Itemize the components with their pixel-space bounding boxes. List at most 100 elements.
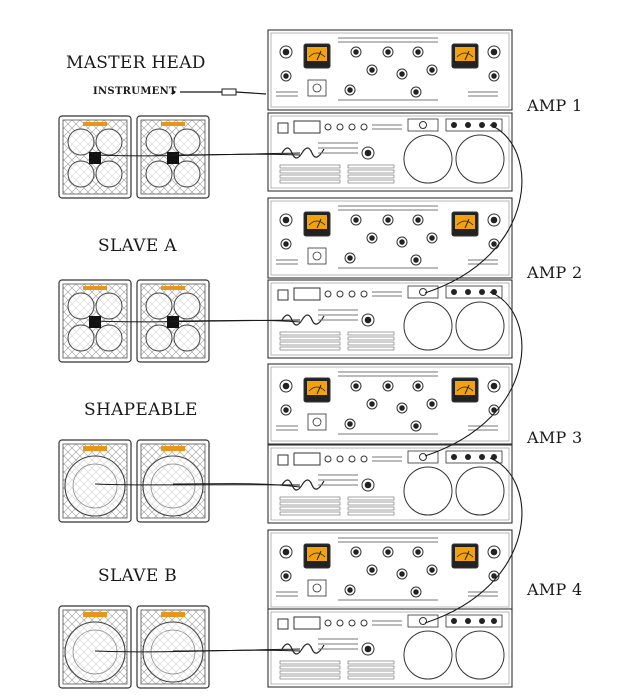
speaker-cone xyxy=(173,160,201,188)
slave-jack xyxy=(419,288,427,296)
vu-needle xyxy=(464,50,470,61)
preamp-panel xyxy=(267,29,513,111)
cooling-fan xyxy=(403,466,453,516)
logo-badge xyxy=(307,579,327,597)
slave-a-label: SLAVE A xyxy=(98,236,177,256)
jack xyxy=(324,290,332,298)
vu-needle xyxy=(316,384,322,395)
vu-scale xyxy=(456,386,474,392)
knob-cap xyxy=(283,407,289,413)
slave-link-cable xyxy=(424,124,523,294)
jack xyxy=(360,290,368,298)
slave-link-cable xyxy=(424,457,523,624)
power-symbol xyxy=(312,251,322,261)
knob-cap xyxy=(347,587,353,593)
brand-logo xyxy=(161,286,185,290)
knob-cap xyxy=(429,401,435,407)
amp-unit xyxy=(267,29,513,192)
vu-meter-face xyxy=(307,215,327,229)
cooling-fan xyxy=(403,630,453,680)
power-symbol xyxy=(312,83,322,93)
output-strip xyxy=(445,118,503,132)
knob-cap xyxy=(282,382,290,390)
jack xyxy=(336,619,344,627)
knob-cap xyxy=(490,382,498,390)
output-jack xyxy=(451,454,457,460)
signature xyxy=(281,643,325,655)
knob-cap xyxy=(491,241,497,247)
vent-slot xyxy=(347,506,395,511)
signature xyxy=(281,479,325,491)
cable-arrow xyxy=(172,89,176,95)
input-jack-plate xyxy=(167,152,179,164)
jack xyxy=(348,123,356,131)
amp-1-label: AMP 1 xyxy=(527,96,583,115)
knob-cap xyxy=(490,48,498,56)
vu-scale xyxy=(308,386,326,392)
preamp-bezel xyxy=(270,366,510,442)
amp-2-label: AMP 2 xyxy=(527,263,583,282)
knob-cap xyxy=(491,573,497,579)
knob-cap xyxy=(415,549,421,555)
output-jack xyxy=(479,122,485,128)
cooling-fan xyxy=(403,301,453,351)
knob-cap xyxy=(369,567,375,573)
preamp-bezel xyxy=(270,532,510,608)
knob-cap xyxy=(490,548,498,556)
knob-cap xyxy=(413,257,419,263)
knob-cap xyxy=(413,423,419,429)
knob-cap xyxy=(347,255,353,261)
knob-cap xyxy=(369,67,375,73)
amp-4-label: AMP 4 xyxy=(527,580,583,599)
speaker-cable xyxy=(172,483,301,488)
output-jack xyxy=(479,454,485,460)
vu-scale xyxy=(456,552,474,558)
vu-scale xyxy=(456,220,474,226)
vent-slot xyxy=(347,169,395,174)
vu-scale xyxy=(456,52,474,58)
power-symbol xyxy=(312,417,322,427)
amp-3-label: AMP 3 xyxy=(527,428,583,447)
cooling-fan xyxy=(455,301,505,351)
cooling-fan xyxy=(455,134,505,184)
knob-cap xyxy=(399,239,405,245)
vu-needle xyxy=(464,550,470,561)
speaker-ring xyxy=(150,463,196,509)
vu-meter-face xyxy=(455,381,475,395)
voltage-selector xyxy=(293,287,321,301)
brand-logo xyxy=(83,446,107,451)
output-strip xyxy=(445,450,503,464)
vu-needle xyxy=(316,550,322,561)
vent-slot xyxy=(279,331,341,336)
output-jack xyxy=(465,289,471,295)
knob-cap xyxy=(385,383,391,389)
speaker-cone xyxy=(95,128,123,156)
vent-slot xyxy=(347,665,395,670)
knob-cap xyxy=(399,405,405,411)
vent-slot xyxy=(347,179,395,184)
speaker-cone xyxy=(64,455,126,517)
knob-cap xyxy=(283,573,289,579)
preamp-panel xyxy=(267,363,513,445)
speaker-cable xyxy=(172,153,301,156)
jack xyxy=(336,123,344,131)
speaker-cone xyxy=(95,324,123,352)
vu-meter-face xyxy=(307,547,327,561)
speaker-cable xyxy=(94,483,301,486)
instrument-label: INSTRUMENT xyxy=(93,86,177,97)
output-jack xyxy=(451,122,457,128)
knob-cap xyxy=(490,216,498,224)
jack xyxy=(324,619,332,627)
vent-slot xyxy=(347,660,395,665)
vent-slot xyxy=(279,501,341,506)
vent-slot xyxy=(279,179,341,184)
vent-slot xyxy=(347,336,395,341)
knob-cap xyxy=(353,383,359,389)
vent-slot xyxy=(347,174,395,179)
knob-cap xyxy=(364,316,372,324)
knob-cap xyxy=(385,49,391,55)
slave-link-cable xyxy=(424,291,523,457)
vent-slot xyxy=(279,660,341,665)
